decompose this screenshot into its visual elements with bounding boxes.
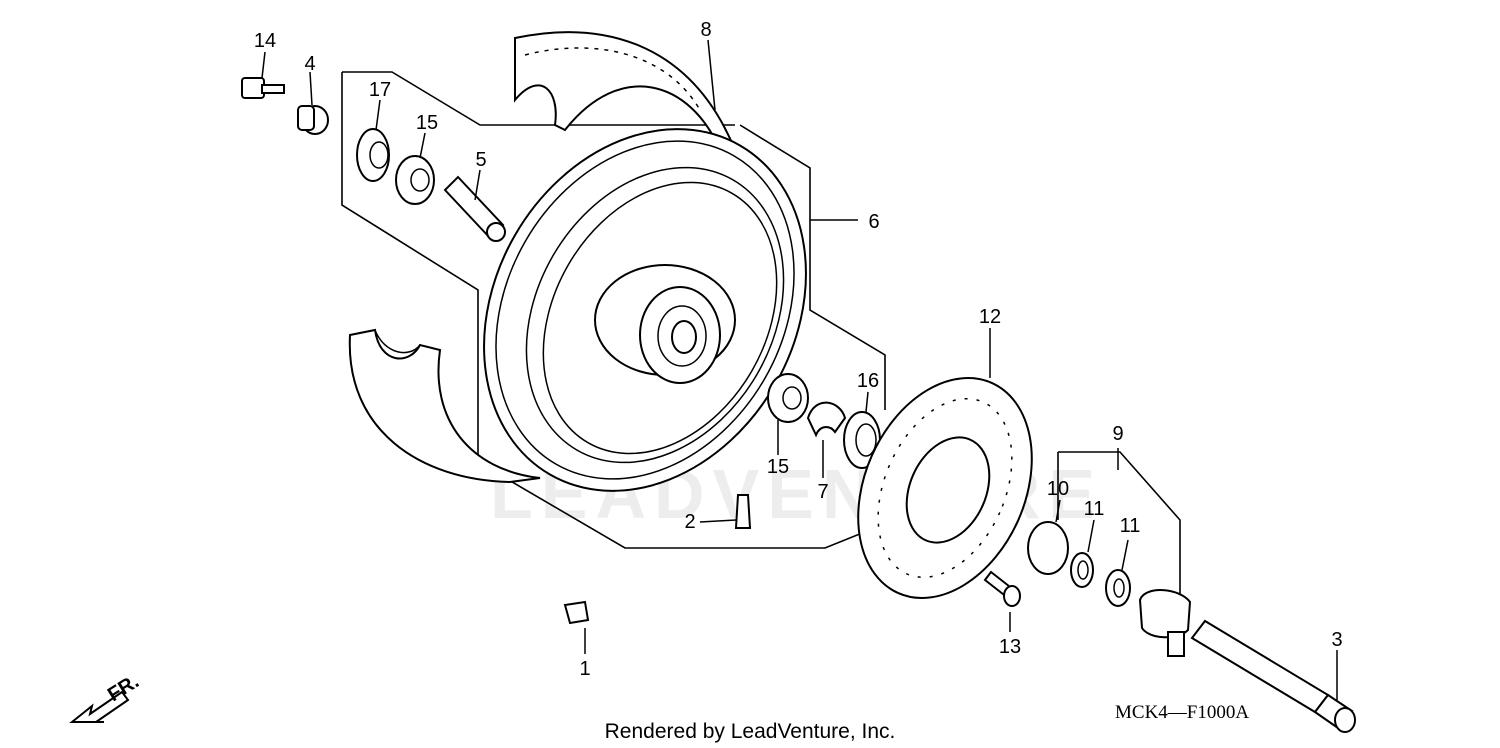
callout-1[interactable]: 1 [579,658,590,680]
balance-weight-1[interactable] [563,600,590,625]
callout-13[interactable]: 13 [999,636,1021,658]
washer-11-b[interactable] [1105,569,1131,607]
callout-14[interactable]: 14 [254,30,276,52]
collar-4[interactable] [297,105,329,135]
axle-3[interactable] [1190,619,1356,733]
diagram-code: MCK4—F1000A [1115,702,1249,723]
clip-7[interactable] [806,401,847,438]
callout-4[interactable]: 4 [304,53,315,75]
callout-12[interactable]: 12 [979,306,1001,328]
callout-2[interactable]: 2 [684,511,695,533]
callout-7[interactable]: 7 [817,481,828,503]
callout-16[interactable]: 16 [857,370,879,392]
callout-15-a[interactable]: 15 [416,112,438,134]
bearing-17[interactable] [356,128,390,182]
callout-6[interactable]: 6 [868,211,879,233]
leader-lines [261,39,1338,700]
valve-2[interactable] [734,494,752,529]
credit-text: Rendered by LeadVenture, Inc. [605,720,896,743]
callout-9[interactable]: 9 [1112,423,1123,445]
bolt-14[interactable] [241,77,285,99]
washer-11-a[interactable] [1070,552,1094,588]
callout-11-b[interactable]: 11 [1120,515,1141,537]
bearing-15-left[interactable] [395,155,435,205]
front-direction-arrow: FR. [69,671,143,723]
callout-11-a[interactable]: 11 [1084,498,1105,520]
callout-10[interactable]: 10 [1047,478,1069,500]
tire[interactable] [348,31,737,484]
callout-15-b[interactable]: 15 [767,456,789,478]
callout-5[interactable]: 5 [475,149,486,171]
bearing-15-right[interactable] [767,373,809,423]
callout-8[interactable]: 8 [700,19,711,41]
wheel-rim[interactable] [420,70,870,549]
gearbox-9[interactable] [1138,589,1192,657]
spacer-5[interactable] [443,175,506,242]
callout-3[interactable]: 3 [1331,629,1342,651]
bolt-13[interactable] [983,570,1021,607]
callout-17[interactable]: 17 [369,79,391,101]
retainer-10[interactable] [1027,521,1069,575]
brake-disc[interactable] [825,350,1065,625]
